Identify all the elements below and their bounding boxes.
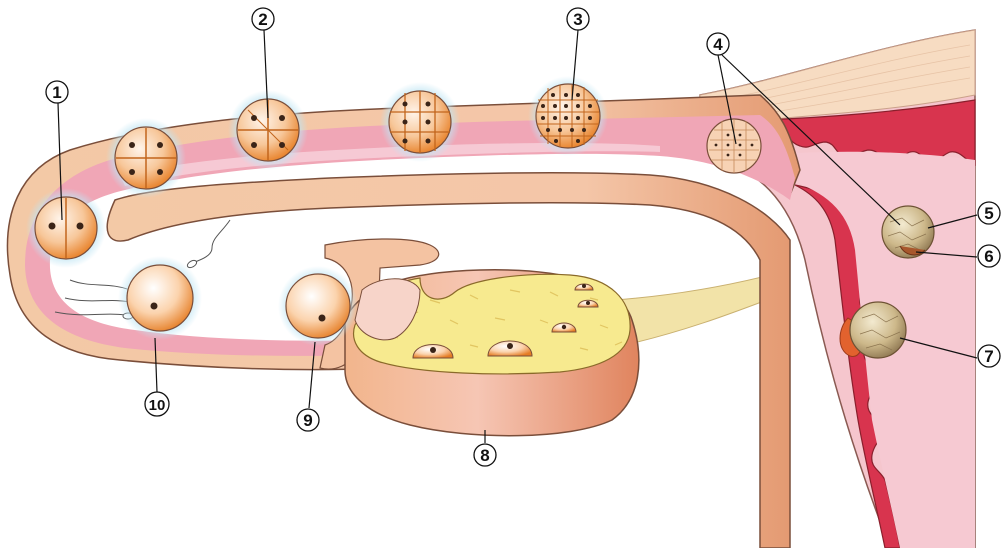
- ovarian-ligament: [615, 275, 780, 345]
- callout-8: 8: [474, 444, 496, 466]
- blastocyst: [882, 206, 934, 258]
- callout-2: 2: [252, 8, 274, 30]
- callout-10: 10: [145, 392, 169, 416]
- callout-5: 5: [978, 202, 1000, 224]
- callout-8-text: 8: [480, 446, 489, 465]
- callout-7: 7: [978, 345, 1000, 367]
- callout-10-text: 10: [149, 397, 166, 414]
- callout-3-text: 3: [573, 10, 582, 29]
- morula: [528, 76, 608, 156]
- callout-1: 1: [46, 81, 68, 103]
- callout-4: 4: [707, 33, 729, 55]
- callout-9-text: 9: [303, 411, 312, 430]
- callout-1-text: 1: [52, 83, 61, 102]
- embryo-stage-1: [26, 188, 106, 268]
- embryo-stage-2: [228, 90, 308, 170]
- callout-3: 3: [567, 8, 589, 30]
- callout-5-text: 5: [984, 204, 993, 223]
- embryo-stage-8-cell: [380, 82, 460, 162]
- callout-7-text: 7: [984, 347, 993, 366]
- embryo-stage-4-cell: [106, 118, 186, 198]
- callout-2-text: 2: [258, 10, 267, 29]
- callout-4-text: 4: [713, 35, 723, 54]
- callout-9: 9: [297, 409, 319, 431]
- oocyte-9: [278, 266, 358, 346]
- callout-6: 6: [978, 245, 1000, 267]
- early-blastocyst: [707, 119, 761, 173]
- ovary: [345, 270, 639, 436]
- oocyte-10: [118, 256, 202, 340]
- callout-6-text: 6: [984, 247, 993, 266]
